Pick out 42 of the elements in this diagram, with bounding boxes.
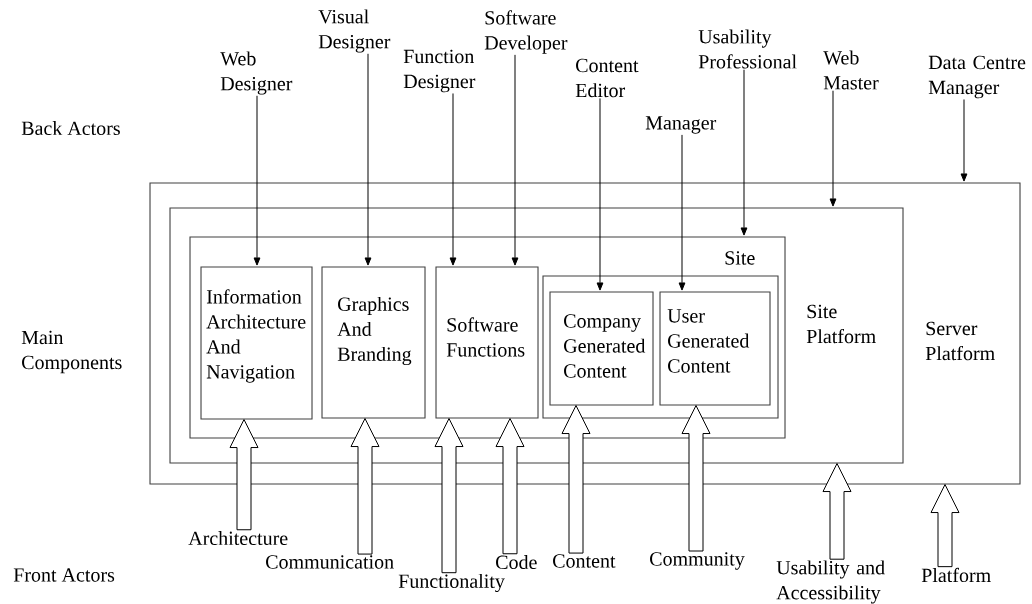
- block-arrow: [350, 418, 380, 555]
- actor-label: Platform: [921, 567, 991, 583]
- block-arrow: [561, 405, 591, 554]
- component-box: Information Architecture And Navigation: [200, 266, 313, 420]
- block-arrow: [681, 405, 711, 552]
- arrow: [960, 99, 968, 182]
- row-label: Back Actors: [21, 120, 120, 136]
- arrow: [678, 134, 686, 291]
- arrow: [829, 90, 837, 207]
- actor-label: Function Designer: [403, 49, 476, 93]
- block-arrow: [930, 484, 960, 568]
- arrow: [511, 54, 519, 266]
- component-box: Software Functions: [435, 266, 539, 419]
- actor-label: Manager: [645, 116, 717, 134]
- arrow: [596, 97, 604, 291]
- block-arrow: [434, 418, 464, 574]
- component-box: User Generated Content: [659, 291, 771, 406]
- actor-label: Code: [496, 554, 537, 569]
- arrow: [253, 95, 261, 266]
- component-box: Graphics And Branding: [321, 266, 426, 419]
- actor-label: Visual Designer: [318, 9, 391, 53]
- actor-label: Content: [553, 554, 616, 568]
- actor-label: Web Master: [823, 50, 879, 90]
- block-arrow: [495, 418, 525, 555]
- row-label: Main Components: [21, 330, 122, 374]
- actor-label: Usability Professional: [698, 29, 797, 69]
- actor-label: Architecture: [188, 530, 288, 545]
- actor-label: Usability and Accessibility: [776, 560, 885, 604]
- actor-label: Software Developer: [484, 10, 568, 54]
- actor-label: Functionality: [398, 573, 505, 593]
- actor-label: Web Designer: [220, 51, 293, 95]
- actor-label: Content Editor: [575, 58, 639, 98]
- component-box: Company Generated Content: [549, 291, 654, 406]
- arrow: [740, 69, 748, 236]
- arrow: [364, 53, 372, 266]
- block-arrow: [822, 463, 852, 560]
- actor-label: Community: [650, 552, 745, 570]
- actor-label: Data Centre Manager: [928, 55, 1026, 99]
- row-label: Front Actors: [13, 568, 115, 582]
- actor-label: Communication: [266, 555, 394, 569]
- arrow: [449, 93, 457, 266]
- block-arrow: [229, 419, 259, 531]
